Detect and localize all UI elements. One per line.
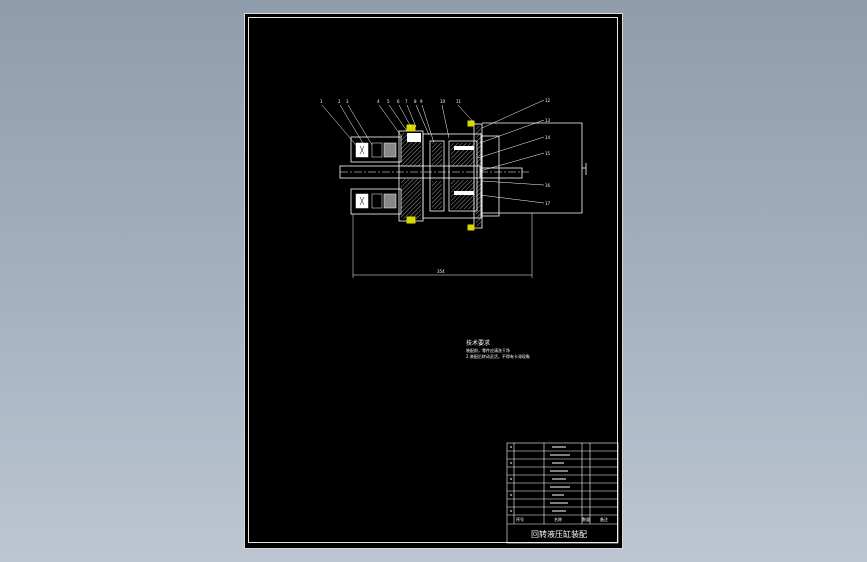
callout-16: 16 [545,183,551,188]
drawing-title: 回转液压缸装配 [531,529,587,539]
callout-17: 17 [545,201,551,206]
notes-line-1: 装配前，零件应清洗干净 [466,347,510,353]
drawing-sheet: 1 2 3 4 5 6 7 8 9 10 11 12 13 14 15 16 1… [244,13,623,549]
sheet-outer-border [244,13,623,549]
cylinder-chamber [448,140,478,212]
technical-notes: 技术要求 装配前，零件应清洗干净 2.装配后转动灵活，不得有卡滞现象 [466,339,530,359]
overall-dimension-value: 354 [437,269,445,274]
cylinder-body [422,133,482,219]
callout-3: 3 [346,99,349,104]
parts-list-table [506,442,619,544]
callout-10: 10 [440,99,446,104]
overall-dimension [352,213,533,278]
notes-line-2: 2.装配后转动灵活，不得有卡滞现象 [466,353,530,359]
bolt-heads [406,120,475,231]
piston [429,140,445,212]
assembly-drawing [339,122,587,229]
cad-drawing: 1 2 3 4 5 6 7 8 9 10 11 12 13 14 15 16 1… [320,98,619,544]
callout-6: 6 [397,99,400,104]
callout-9: 9 [420,99,423,104]
parts-list-entries [510,446,570,512]
callout-11: 11 [456,99,462,104]
callout-4: 4 [377,99,380,104]
callout-7: 7 [405,99,408,104]
callout-8: 8 [414,99,417,104]
hatched-sections [401,126,481,226]
header-no: 序号 [516,516,524,522]
callout-numbers: 1 2 3 4 5 6 7 8 9 10 11 12 13 14 15 16 1… [320,98,551,274]
header-note: 备注 [600,516,608,522]
end-cover [481,135,500,217]
sheet-inner-border [248,17,618,543]
callout-13: 13 [545,118,551,123]
callout-2: 2 [338,99,341,104]
callout-1: 1 [320,99,323,104]
callout-12: 12 [545,98,551,103]
header-qty: 数量 [582,516,590,522]
leader-lines [321,99,545,204]
callout-15: 15 [545,151,551,156]
callout-5: 5 [387,99,390,104]
header-name: 名称 [554,516,562,522]
feed-pipe [481,167,523,179]
notes-title: 技术要求 [466,339,490,347]
callout-14: 14 [545,135,551,140]
title-block-border [506,442,619,544]
